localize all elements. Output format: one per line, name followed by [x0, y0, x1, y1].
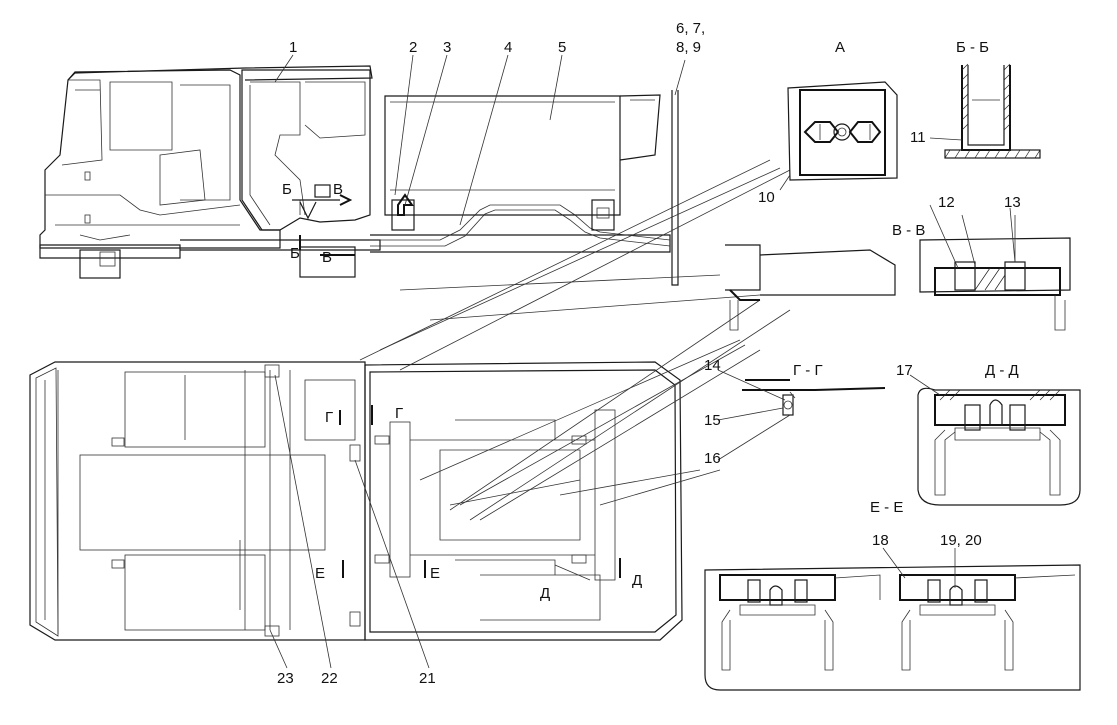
view-titles: А Б - Б В - В Г - Г Д - Д Е - Е: [793, 39, 1019, 516]
view-title-gg: Г - Г: [793, 362, 823, 379]
callout-11: 11: [910, 129, 926, 146]
marker-e-left: Е: [315, 565, 325, 582]
callout-10: 10: [758, 189, 775, 206]
callout-23: 23: [277, 670, 294, 687]
marker-d-right: Д: [632, 572, 642, 589]
plan-view: [29, 361, 683, 641]
callout-8-9: 8, 9: [676, 39, 701, 56]
marker-b-upper: Б: [282, 181, 292, 198]
callout-17: 17: [896, 362, 913, 379]
marker-g-left: Г: [325, 409, 333, 426]
callout-4: 4: [504, 39, 512, 56]
marker-g-right: Г: [395, 405, 403, 422]
marker-e-right: Е: [430, 565, 440, 582]
leader-lines: [269, 54, 1016, 669]
view-a-detail: [779, 81, 898, 191]
section-bb: [929, 63, 1041, 159]
view-title-bb: Б - Б: [956, 39, 989, 56]
section-dd: [917, 387, 1081, 506]
marker-d-left: Д: [540, 585, 550, 602]
callout-13: 13: [1004, 194, 1021, 211]
projection-lines: [359, 159, 791, 521]
callout-6-7: 6, 7,: [676, 20, 705, 37]
callout-14: 14: [704, 357, 721, 374]
callout-2: 2: [409, 39, 417, 56]
section-ee: [704, 564, 1081, 691]
callout-16: 16: [704, 450, 721, 467]
marker-b-lower: Б: [290, 245, 300, 262]
callout-12: 12: [938, 194, 955, 211]
section-markers: Б В Б В Г Г Е Е Д Д: [282, 181, 642, 602]
callout-3: 3: [443, 39, 451, 56]
view-title-a: А: [835, 39, 845, 56]
callout-labels: 1 2 3 4 5 6, 7, 8, 9 10 11 12 13 14 15 1…: [277, 20, 1021, 687]
marker-v-lower: В: [322, 249, 332, 266]
callout-22: 22: [321, 670, 338, 687]
section-gg: [742, 379, 886, 416]
view-title-ee: Е - Е: [870, 499, 903, 516]
callout-19-20: 19, 20: [940, 532, 982, 549]
side-view: [39, 65, 679, 286]
view-title-vv: В - В: [892, 222, 925, 239]
view-title-dd: Д - Д: [985, 362, 1019, 379]
callout-21: 21: [419, 670, 436, 687]
callout-15: 15: [704, 412, 721, 429]
section-vv: [919, 214, 1071, 331]
detail-10: [725, 244, 896, 331]
marker-v-upper: В: [333, 181, 343, 198]
callout-5: 5: [558, 39, 566, 56]
callout-1: 1: [289, 39, 297, 56]
callout-18: 18: [872, 532, 889, 549]
